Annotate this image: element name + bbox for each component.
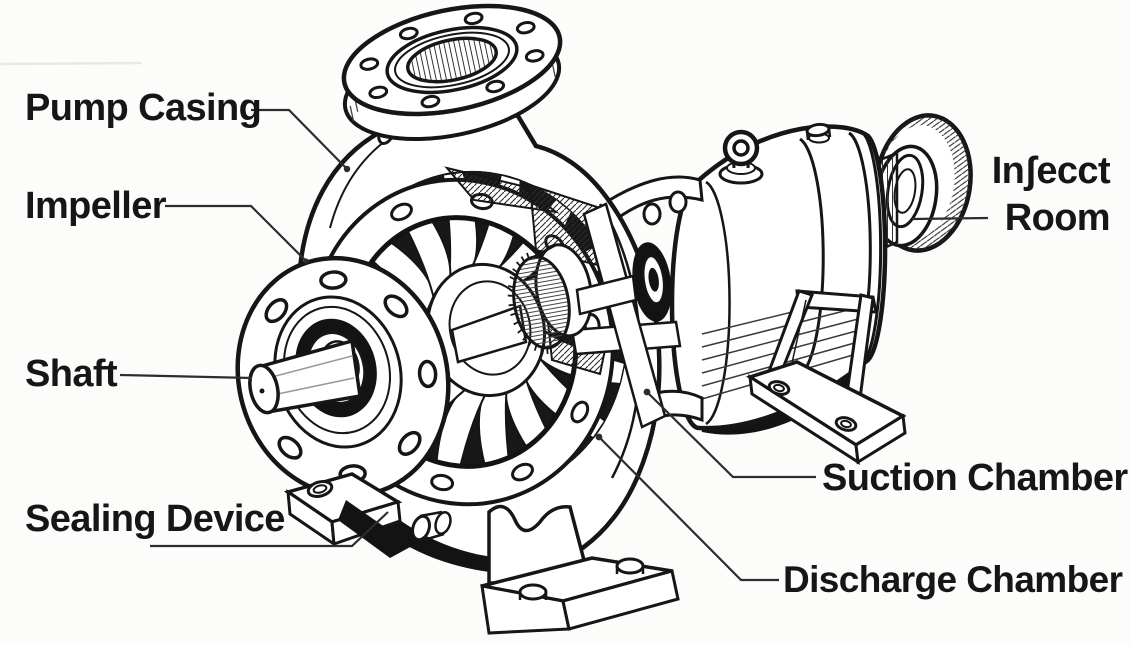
label-inject-room: Inʃecct Room (991, 148, 1111, 242)
balance-gear (507, 243, 593, 354)
leader-suction-chamber-line (646, 391, 816, 479)
foot-shadow (338, 500, 412, 558)
shaft-through-hub (450, 304, 528, 364)
motor-pedestal (745, 289, 907, 465)
label-suction-chamber: Suction Chamber (822, 457, 1128, 499)
leader-inject-room-line (911, 216, 989, 221)
bearing-housing (669, 124, 888, 435)
bearing (632, 242, 672, 322)
vent-plug (805, 122, 832, 144)
inner-shaft (575, 274, 638, 316)
leader-discharge-chamber-line (598, 436, 779, 582)
leader-lines (119, 108, 989, 582)
drain-plug (411, 510, 452, 542)
leader-sealing-device-line (150, 511, 389, 548)
label-pump-casing: Pump Casing (25, 87, 262, 129)
leader-shaft-line (119, 373, 253, 380)
leader-pump-casing-line (251, 108, 348, 170)
casing-foot-center (480, 504, 680, 635)
lifting-eye-bolt (718, 129, 764, 185)
label-impeller: Impeller (25, 185, 167, 227)
pump-shaft (248, 338, 362, 415)
scan-artifact-line (0, 61, 143, 66)
label-inject-room-line1: Inʃecct (991, 150, 1111, 192)
discharge-flange (341, 3, 563, 142)
label-sealing-device: Sealing Device (25, 498, 285, 540)
label-shaft: Shaft (25, 353, 118, 395)
leader-impeller-line (165, 204, 307, 262)
label-discharge-chamber: Discharge Chamber (783, 559, 1123, 600)
label-inject-room-line2: Room (1004, 197, 1111, 239)
inner-frame-struts (570, 202, 682, 429)
